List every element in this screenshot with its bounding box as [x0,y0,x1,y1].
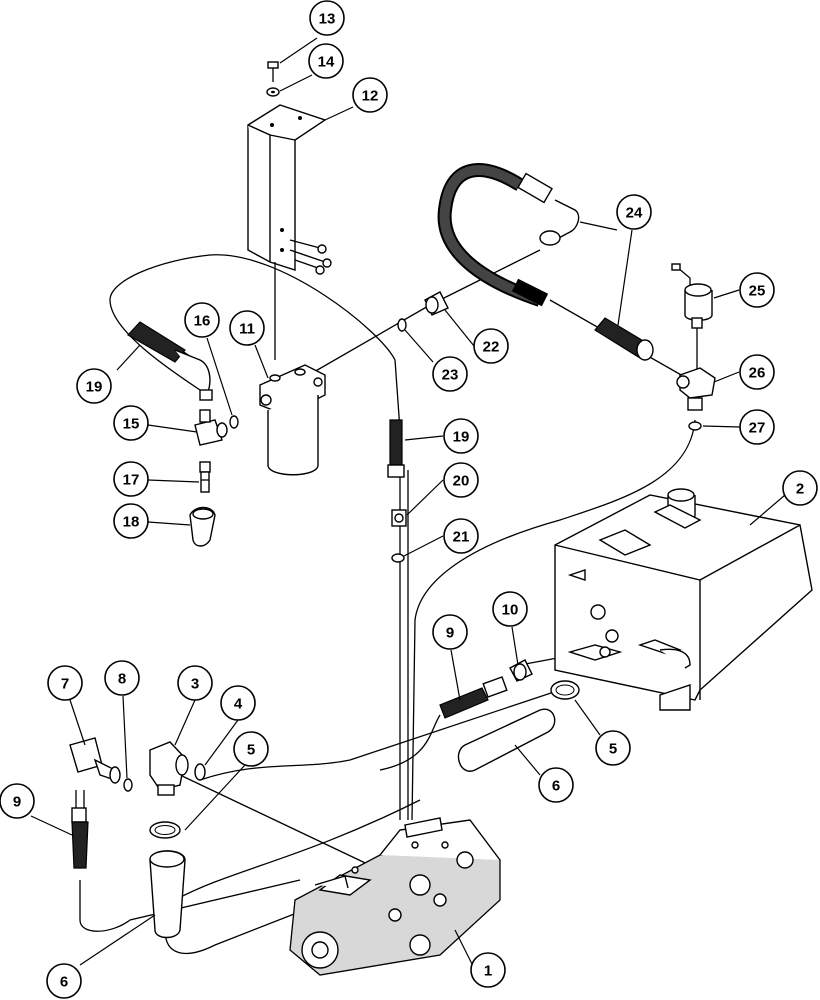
callout-24: 24 [616,194,652,230]
callout-leaders [30,37,786,971]
elbow-fitting-3 [149,741,189,796]
svg-text:17: 17 [123,472,140,489]
svg-text:27: 27 [749,420,766,437]
o-ring-23 [397,318,407,332]
callout-8: 8 [104,660,140,696]
callout-18: 18 [113,503,149,539]
svg-text:16: 16 [194,313,211,330]
svg-text:13: 13 [319,11,336,28]
callout-9-left: 9 [0,783,35,819]
o-ring-4 [194,763,206,781]
svg-text:15: 15 [123,416,140,433]
svg-text:2: 2 [796,481,804,498]
svg-text:11: 11 [239,321,255,338]
svg-text:25: 25 [749,283,766,300]
o-ring-21 [391,553,405,563]
svg-text:22: 22 [483,339,500,356]
bolt-part [267,61,279,82]
callout-19-right: 19 [443,418,479,454]
hose-fitting-9-left [71,790,89,869]
svg-text:12: 12 [362,88,379,105]
hydraulic-lines [79,249,696,954]
adapter-17 [199,461,211,493]
hose-fitting-left [127,321,213,401]
callout-5-right: 5 [595,730,631,766]
cap-18 [189,506,216,547]
callout-26: 26 [739,354,775,390]
tee-fitting [194,409,228,446]
hose-6-right [457,708,556,772]
svg-text:24: 24 [626,205,643,222]
callout-22: 22 [473,328,509,364]
callout-6-left: 6 [46,963,82,999]
callout-6-right: 6 [538,767,574,803]
o-ring-27 [688,421,702,431]
svg-text:6: 6 [552,778,560,795]
svg-text:4: 4 [234,696,243,713]
hose-fitting-9-right [439,676,508,719]
callout-12: 12 [352,77,388,113]
callout-17: 17 [113,461,149,497]
callout-3: 3 [177,665,213,701]
svg-text:21: 21 [453,529,470,546]
callout-2: 2 [782,470,818,506]
callout-10: 10 [492,591,528,627]
fitting-22 [424,291,449,316]
svg-text:1: 1 [484,963,492,980]
callout-21: 21 [443,518,479,554]
clamp-5-right [550,680,580,700]
hydraulic-tank [554,488,813,711]
svg-text:5: 5 [609,741,617,758]
svg-text:14: 14 [318,54,335,71]
o-ring-8 [123,778,133,792]
callout-15: 15 [113,405,149,441]
hydraulic-pump [289,817,501,976]
callout-1: 1 [470,952,506,988]
fitting-20 [391,509,407,527]
callout-27: 27 [739,409,775,445]
svg-text:19: 19 [86,379,103,396]
callout-9-right: 9 [432,614,468,650]
callout-16: 16 [184,302,220,338]
callout-11: 11 [229,310,265,346]
callout-20: 20 [443,462,479,498]
hose-6-left [149,850,186,939]
svg-text:6: 6 [60,974,68,991]
elbow-fitting-7 [69,737,121,784]
svg-text:19: 19 [453,429,470,446]
svg-text:18: 18 [123,514,140,531]
svg-text:26: 26 [749,365,766,382]
washer-part [266,87,280,97]
svg-text:9: 9 [446,625,454,642]
svg-text:3: 3 [191,676,199,693]
o-ring-16 [229,415,239,429]
svg-text:7: 7 [61,676,69,693]
svg-text:9: 9 [13,794,21,811]
svg-text:5: 5 [247,742,255,759]
svg-text:20: 20 [453,473,470,490]
filter-assembly [259,364,326,476]
callout-4: 4 [220,685,256,721]
clamp-5-left [149,821,181,839]
callout-23: 23 [432,356,468,392]
svg-text:10: 10 [502,602,519,619]
callout-7: 7 [47,665,83,701]
tee-fitting-26 [676,328,716,411]
callout-5-left: 5 [233,731,269,767]
hose-fitting-19-right [387,419,405,478]
mounting-bracket [247,104,332,360]
svg-text:23: 23 [442,367,459,384]
hydraulic-hose [437,163,654,361]
svg-text:8: 8 [118,671,126,688]
callout-14: 14 [308,43,344,79]
fitting-10 [509,659,533,682]
callout-19-left: 19 [76,368,112,404]
callout-25: 25 [739,272,775,308]
callout-13: 13 [309,0,345,36]
sensor-25 [671,263,713,329]
